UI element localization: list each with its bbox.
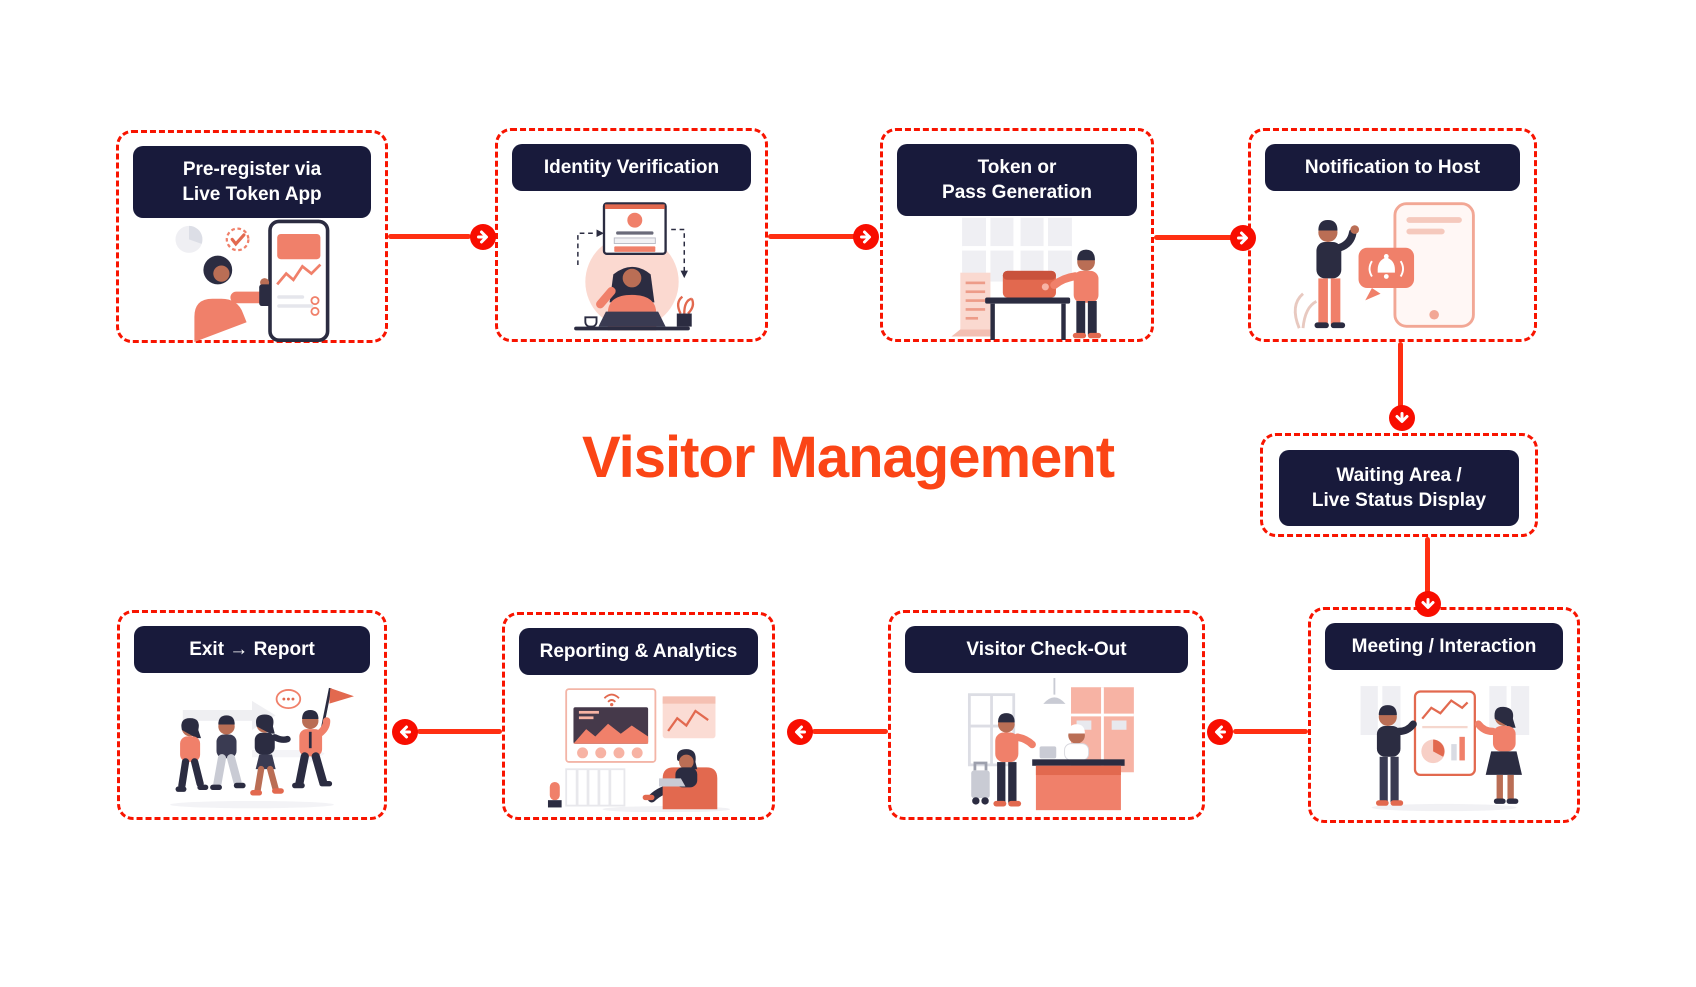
node-exit-report: Exit → Report [117,610,387,820]
flow-line-8-9 [417,729,502,734]
node-reporting-analytics-label: Reporting & Analytics [519,628,758,676]
node-visitor-check-out-label: Visitor Check-Out [905,626,1188,674]
people-exiting-icon [120,673,384,817]
arrow-left-icon [787,719,813,745]
node-notification-to-host-label: Notification to Host [1265,144,1520,192]
flow-line-4-5 [1398,342,1403,410]
id-card-verification-icon [498,191,765,339]
node-visitor-check-out: Visitor Check-Out [888,610,1205,820]
analytics-dashboard-icon [505,675,772,817]
node-waiting-area-label: Waiting Area / Live Status Display [1279,450,1519,527]
phone-notification-icon [1251,191,1534,339]
node-meeting-interaction-label: Meeting / Interaction [1325,623,1563,671]
checkout-counter-icon [891,673,1202,817]
node-notification-to-host: Notification to Host [1248,128,1537,342]
node-pre-register-label: Pre-register via Live Token App [133,146,371,219]
pass-printing-icon [883,216,1151,340]
node-exit-report-label: Exit → Report [134,626,370,674]
arrow-down-icon [1389,405,1415,431]
presentation-meeting-icon [1311,670,1577,820]
node-identity-verification: Identity Verification [495,128,768,342]
node-reporting-analytics: Reporting & Analytics [502,612,775,820]
node-pre-register: Pre-register via Live Token App [116,130,388,343]
flow-line-7-8 [812,729,888,734]
node-token-pass-generation-label: Token or Pass Generation [897,144,1137,217]
flow-line-5-6 [1425,537,1430,594]
diagram-title: Visitor Management [581,425,1115,490]
flow-line-2-3 [768,234,856,239]
arrow-right-icon [470,224,496,250]
node-token-pass-generation: Token or Pass Generation [880,128,1154,342]
flow-line-1-2 [388,234,471,239]
arrow-right-icon [1230,225,1256,251]
node-waiting-area: Waiting Area / Live Status Display [1260,433,1538,537]
node-identity-verification-label: Identity Verification [512,144,751,192]
arrow-left-icon [1207,719,1233,745]
node-meeting-interaction: Meeting / Interaction [1308,607,1580,823]
flow-line-6-7 [1233,729,1308,734]
woman-with-phone-app-icon [119,218,385,343]
arrow-left-icon [392,719,418,745]
flow-line-3-4 [1154,235,1234,240]
arrow-down-icon [1415,591,1441,617]
arrow-right-icon [853,224,879,250]
